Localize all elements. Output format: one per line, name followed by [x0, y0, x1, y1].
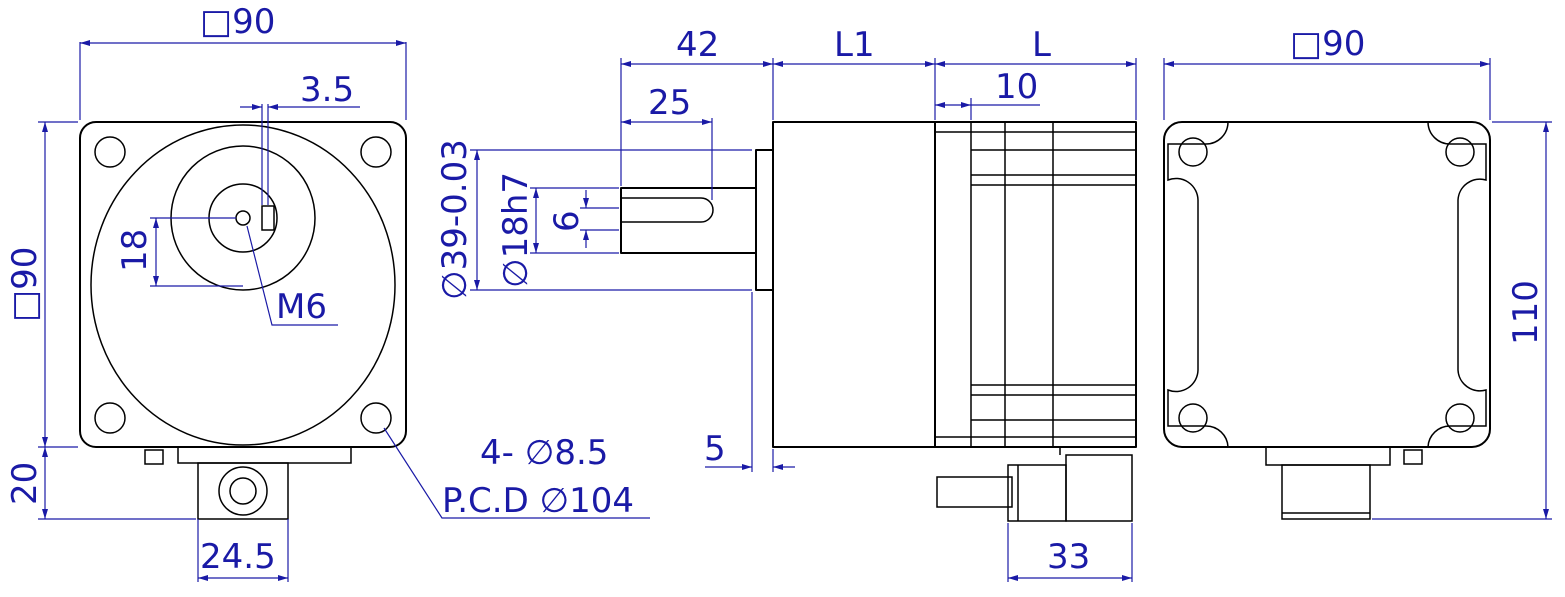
motor-body	[934, 121, 1137, 448]
side-connector-body	[1065, 454, 1133, 522]
rear-hole-top-left	[1178, 137, 1208, 167]
key-width-dim: 6	[547, 210, 587, 232]
thread-leader	[246, 225, 338, 326]
shaft-total-dim: 42	[676, 25, 719, 65]
mount-hole-top-left	[94, 136, 126, 168]
front-small-tab	[144, 449, 164, 465]
rear-hole-top-right	[1445, 137, 1475, 167]
shaft-length-dim: 25	[648, 83, 691, 123]
thread-hole	[235, 210, 251, 226]
gearbox-body	[772, 121, 936, 448]
rear-view: □90 110	[1163, 24, 1552, 520]
connector-dim: 33	[1047, 537, 1090, 577]
flange-dim: 5	[704, 429, 726, 469]
rear-body-contour	[1167, 121, 1487, 448]
key-slot	[261, 205, 275, 231]
hole-leader	[383, 427, 650, 519]
side-view: 42 L1 L 25 10 ∅39-0.03 ∅18h7 6 5 33	[435, 25, 1137, 582]
front-connector-housing	[197, 462, 289, 520]
keyway	[621, 197, 714, 223]
front-bracket	[177, 446, 352, 464]
l-dim: L	[1032, 25, 1051, 65]
rear-height-dim: 110	[1506, 280, 1546, 345]
rear-hole-bottom-right	[1445, 403, 1475, 433]
gearbox-outer-circle	[90, 124, 396, 446]
front-connector-nut	[218, 466, 268, 516]
front-width-dim: □90	[200, 2, 275, 42]
rear-width-dim: □90	[1290, 24, 1365, 64]
hole-dim: 4- ∅8.5	[480, 433, 608, 473]
connector-height-dim: 20	[5, 462, 45, 505]
rear-bracket	[1265, 446, 1391, 466]
mount-hole-bottom-left	[94, 402, 126, 434]
key-dim: 3.5	[300, 70, 354, 110]
mount-hole-top-right	[360, 136, 392, 168]
rear-dim: 10	[995, 67, 1038, 107]
shaft-dia-dim: ∅18h7	[496, 172, 536, 288]
side-cable	[936, 476, 1013, 508]
mount-hole-bottom-right	[360, 402, 392, 434]
front-view: □90 □90 20 24.5 3.5 18 M6 4- ∅8.5 P.C.D …	[5, 2, 650, 582]
rear-connector	[1281, 464, 1371, 520]
side-connector-gland	[1007, 464, 1067, 522]
rear-outline	[1163, 121, 1491, 448]
pilot-dim: ∅39-0.03	[435, 139, 475, 300]
front-flange-outline	[79, 121, 407, 448]
l1-dim: L1	[834, 25, 875, 65]
rear-small-tab	[1403, 449, 1423, 465]
front-connector-core	[229, 477, 257, 505]
front-height-dim: □90	[5, 247, 45, 322]
rear-hole-bottom-left	[1178, 403, 1208, 433]
pcd-dim: P.C.D ∅104	[442, 481, 634, 521]
pilot-flange	[755, 149, 774, 291]
thread-dim: M6	[276, 287, 327, 327]
offset-dim: 18	[115, 229, 155, 272]
connector-width-dim: 24.5	[200, 537, 276, 577]
